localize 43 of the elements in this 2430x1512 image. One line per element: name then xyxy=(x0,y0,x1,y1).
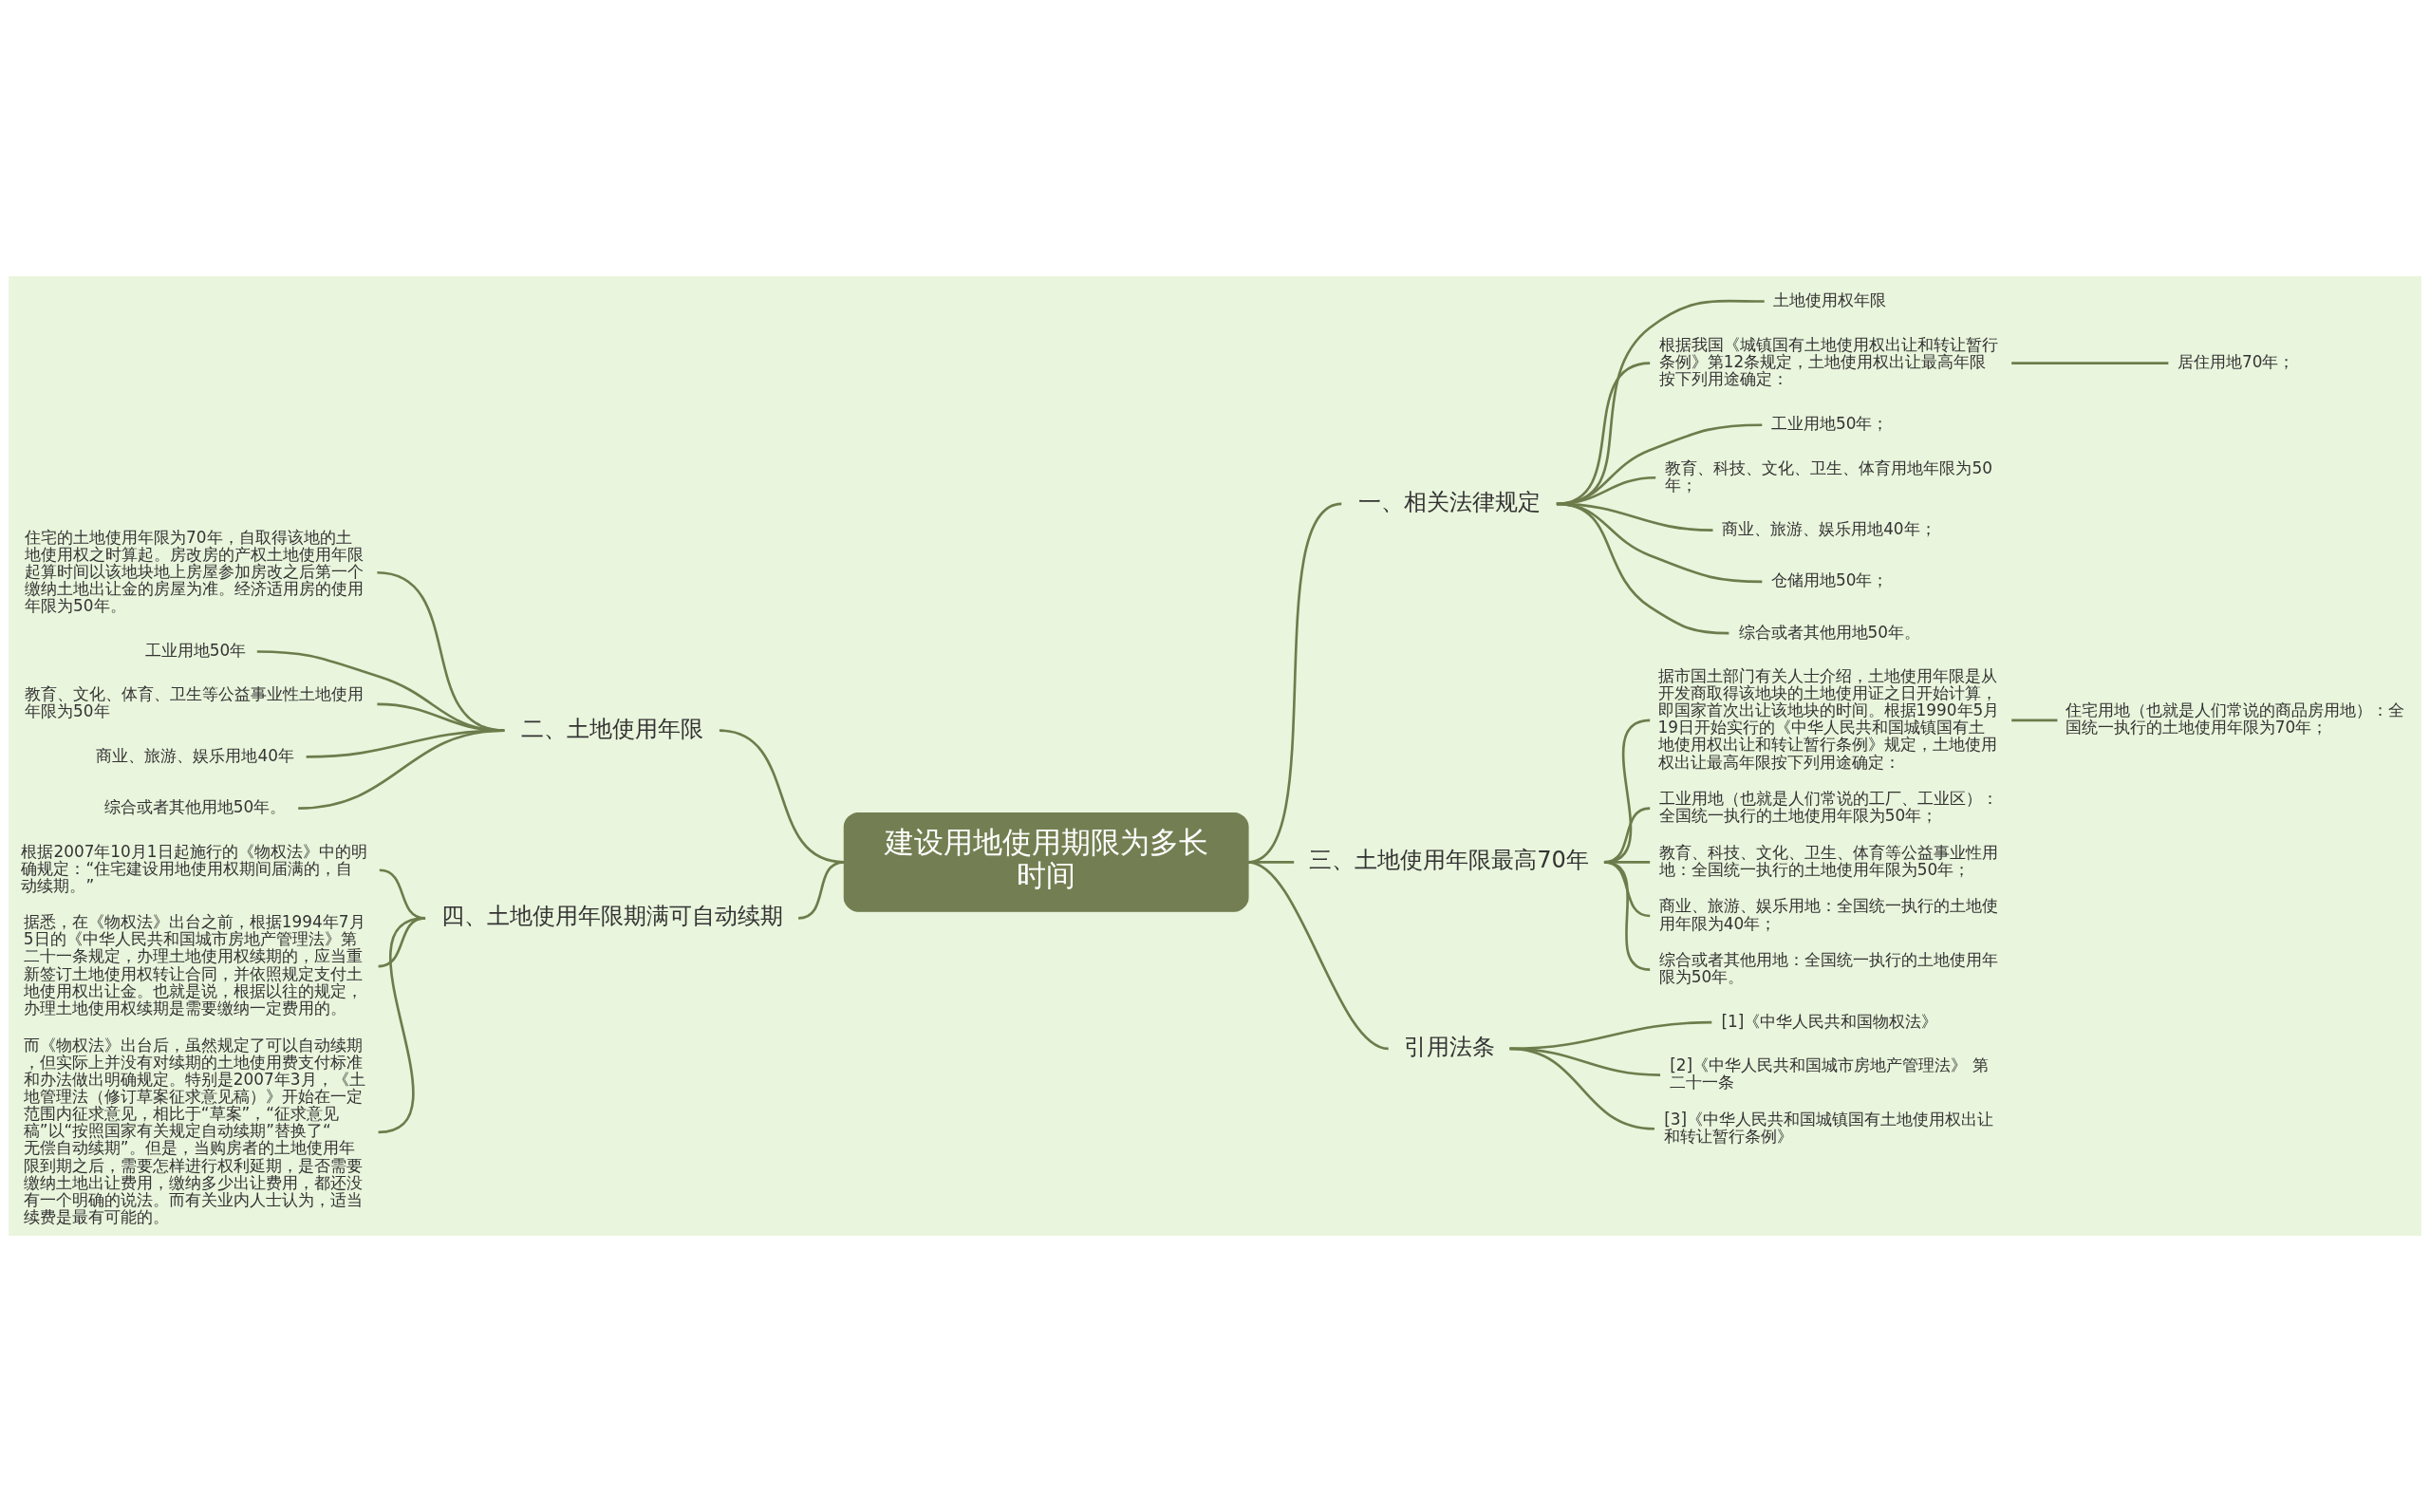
node-text: 工业用地50年 xyxy=(144,640,247,660)
connector xyxy=(2011,719,2058,722)
node-text: 教育、文化、体育、卫生等公益事业性土地使用年限为50年 xyxy=(25,684,364,721)
node-text: 工业用地（也就是人们常说的工厂、工业区）：全国统一执行的土地使用年限为50年； xyxy=(1658,789,1998,826)
node-text: 综合或者其他用地50年。 xyxy=(1738,622,1921,642)
node-text: 引用法条 xyxy=(1403,1033,1495,1060)
connector xyxy=(1509,1020,1712,1051)
connector xyxy=(298,729,505,810)
connector xyxy=(1556,423,1763,506)
node-text: 据市国土部门有关人士介绍，土地使用年限是从开发商取得该地块的土地使用证之日开始计算，即国家首次出让该地块的时间。根据1990年5月19日开始实行的《中华人民共和国城镇国有土地使用权出让和转让暂行条例》规定，土地使用权出让最高年限按下列用途确定： xyxy=(1657,666,2000,772)
node-text: 教育、科技、文化、卫生、体育用地年限为50年； xyxy=(1665,457,1992,495)
node-text: 而《物权法》出台后，虽然规定了可以自动续期，但实际上并没有对续期的土地使用费支付标准和办法做出明确规定。特别是2007年3月，《土地管理法（修订草案征求意见稿）》开始在一定范围内征求意见，相比于“草案”，“征求意见稿”以“按照国家有关规定自动续期”替换了“无偿自动续期”。但是，当购房者的土地使用年限到期之后，需要怎样进行权利延期，是否需要缴纳土地出让费用，缴纳多少出让费用，都还没有一个明确的说法。而有关业内人士认为，适当续费是最有可能的。 xyxy=(23,1035,365,1226)
connector xyxy=(1603,861,1651,971)
node-text: 四、土地使用年限期满可自动续期 xyxy=(440,903,783,930)
node-text: 仓储用地50年； xyxy=(1770,570,1889,590)
connector xyxy=(1556,502,1729,635)
node-box: 建设用地使用期限为多长时间 xyxy=(843,812,1249,912)
node-text: 根据我国《城镇国有土地使用权出让和转让暂行条例》第12条规定，土地使用权出让最高年限按下列用途确定： xyxy=(1658,335,1998,389)
node-text: 商业、旅游、娱乐用地40年； xyxy=(1722,519,1936,539)
connector xyxy=(1556,299,1765,506)
node-text: 教育、科技、文化、卫生、体育等公益事业性用地：全国统一执行的土地使用年限为50年； xyxy=(1658,842,1998,879)
connector xyxy=(1247,861,1390,1051)
node-text: 住宅用地（也就是人们常说的商品房用地）：全国统一执行的土地使用年限为70年； xyxy=(2065,700,2404,737)
node-text: 土地使用权年限 xyxy=(1773,289,1887,309)
node-text: 商业、旅游、娱乐用地：全国统一执行的土地使用年限为40年； xyxy=(1658,896,1998,933)
node-text: [3]《中华人民共和国城镇国有土地使用权出让和转让暂行条例》 xyxy=(1664,1109,1994,1146)
node-text: 工业用地50年； xyxy=(1770,414,1889,434)
connector xyxy=(378,917,426,1134)
node-text: 综合或者其他用地50年。 xyxy=(103,797,287,817)
node-text: 住宅的土地使用年限为70年，自取得该地的土地使用权之时算起。房改房的产权土地使用年限起算时间以该地块地上房屋参加房改之后第一个缴纳土地出让金的房屋为准。经济适用房的使用年限为50年。 xyxy=(25,527,364,615)
node-text: 二、土地使用年限 xyxy=(520,715,703,742)
node-text: 一、相关法律规定 xyxy=(1357,488,1541,515)
node-text: [1]《中华人民共和国物权法》 xyxy=(1721,1011,1938,1031)
connector xyxy=(797,861,845,920)
connector xyxy=(1509,1047,1655,1130)
node-text: 三、土地使用年限最高70年 xyxy=(1309,847,1589,874)
node-text: 根据2007年10月1日起施行的《物权法》中的明确规定：“住宅建设用地使用权期间届满的，自动续期。” xyxy=(21,842,367,896)
node-text: 商业、旅游、娱乐用地40年 xyxy=(96,745,294,765)
node-text: 综合或者其他用地：全国统一执行的土地使用年限为50年。 xyxy=(1658,950,1998,987)
node-text: 居住用地70年； xyxy=(2178,352,2295,372)
connector xyxy=(2011,362,2169,364)
node-text: 据悉，在《物权法》出台之前，根据1994年7月5日的《中华人民共和国城市房地产管理法》第二十一条规定，办理土地使用权续期的，应当重新签订土地使用权转让合同，并依照规定支付土地使用权出让金。也就是说，根据以往的规定，办理土地使用权续期是需要缴纳一定费用的。 xyxy=(23,912,365,1017)
node-text: [2]《中华人民共和国城市房地产管理法》 第二十一条 xyxy=(1670,1055,1989,1092)
